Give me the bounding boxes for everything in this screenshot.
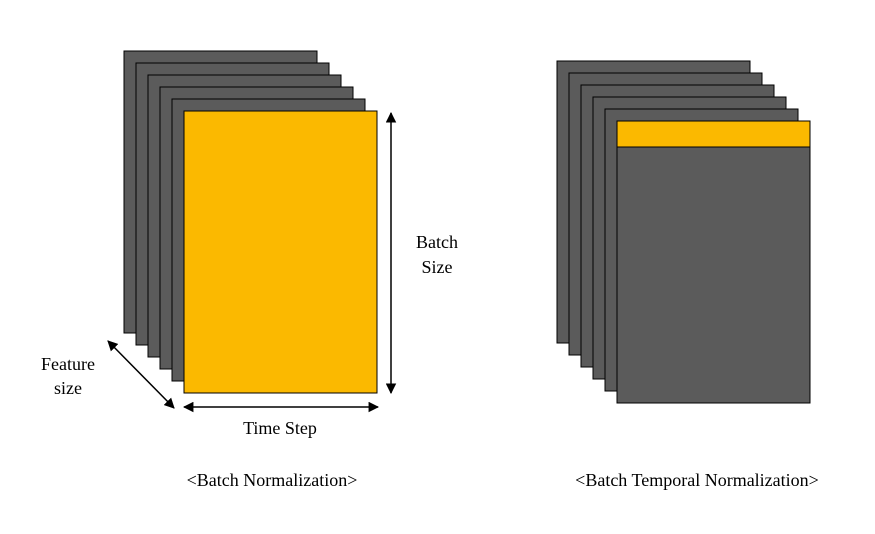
batch-norm-front-sheet-highlighted <box>183 110 378 394</box>
feature-size-label-line1: Feature <box>41 354 95 374</box>
batch-temporal-norm-stack <box>556 60 811 404</box>
feature-size-arrow <box>107 340 175 409</box>
batch-norm-caption: <Batch Normalization> <box>187 470 358 490</box>
batch-temporal-norm-caption: <Batch Temporal Normalization> <box>575 470 819 490</box>
temporal-norm-highlight-strip <box>616 120 811 148</box>
feature-size-label-line2: size <box>54 378 82 398</box>
batch-norm-stack <box>123 50 378 394</box>
batch-size-label-line1: Batch <box>416 232 458 252</box>
batch-size-label-line2: Size <box>422 257 453 277</box>
time-step-label: Time Step <box>243 418 317 438</box>
temporal-norm-front-sheet <box>616 120 811 404</box>
